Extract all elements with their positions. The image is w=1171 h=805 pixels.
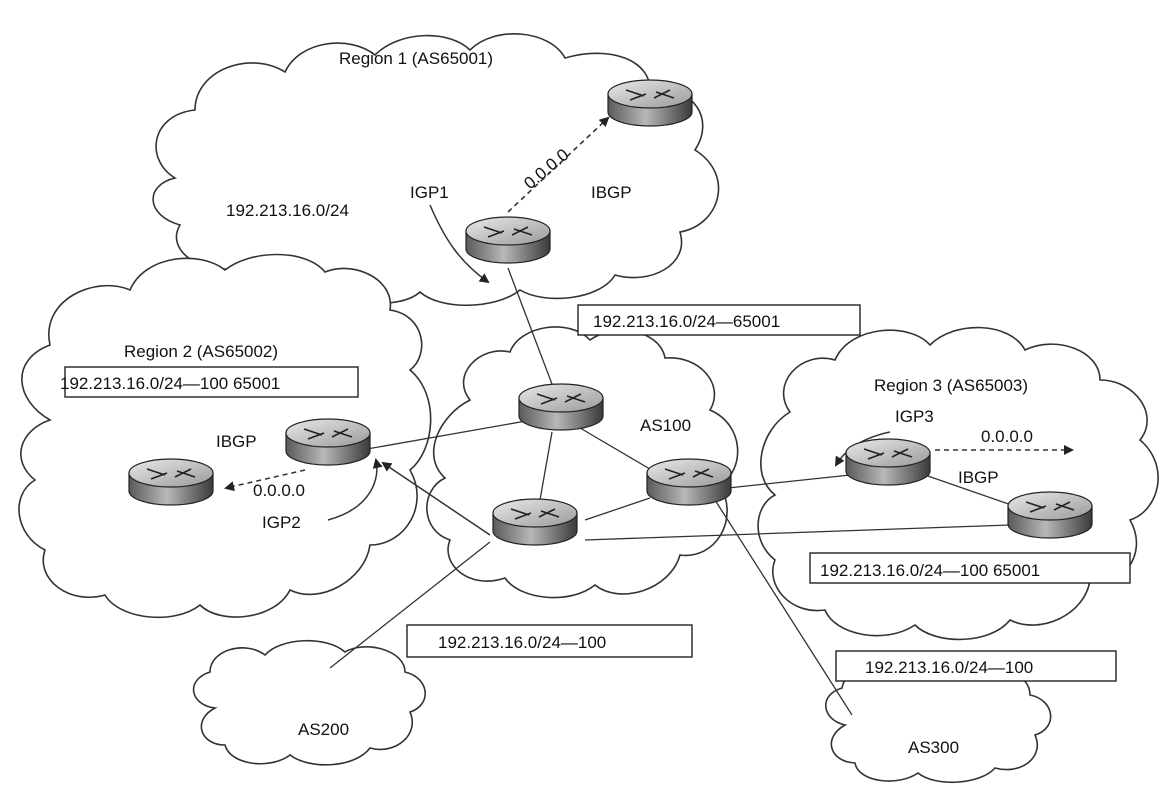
as200-title: AS200	[298, 720, 349, 739]
ibgp-label-region3: IBGP	[958, 468, 999, 487]
router-region1-bottom	[465, 216, 551, 264]
router-region2-right	[285, 418, 371, 466]
ibgp-label-region2: IBGP	[216, 432, 257, 451]
region2-cloud	[18, 253, 432, 619]
link-r3a-r3b	[924, 474, 1021, 509]
default-route-arrow-region2	[224, 469, 306, 492]
default-route-arrow-region1	[507, 116, 610, 213]
route-box-region3-text: 192.213.16.0/24—100 65001	[820, 561, 1040, 580]
router-region2-left	[128, 458, 214, 506]
igp2-label: IGP2	[262, 513, 301, 532]
router-region3-right	[1007, 491, 1093, 539]
link-as100bl-as200	[329, 541, 491, 669]
default-route-label-region3: 0.0.0.0	[981, 427, 1033, 446]
router-as100-right	[646, 458, 732, 506]
route-box-to-as300: 192.213.16.0/24—100	[835, 650, 1117, 682]
route-box-region2: 192.213.16.0/24—100 65001	[60, 366, 359, 398]
link-as100bl-as100right	[584, 497, 651, 521]
route-box-to-as200: 192.213.16.0/24—100	[406, 624, 693, 658]
region1-title: Region 1 (AS65001)	[339, 49, 493, 68]
igp1-label: IGP1	[410, 183, 449, 202]
igp1-arrow	[429, 204, 490, 284]
prefix-label-region1: 192.213.16.0/24	[226, 201, 349, 220]
route-box-region3: 192.213.16.0/24—100 65001	[809, 552, 1131, 584]
ibgp-label-region1: IBGP	[591, 183, 632, 202]
router-region1-top	[607, 79, 693, 127]
router-as100-bottom-left	[492, 498, 578, 546]
region2-title: Region 2 (AS65002)	[124, 342, 278, 361]
link-as100top-as100bl	[539, 431, 553, 501]
region3-title: Region 3 (AS65003)	[874, 376, 1028, 395]
as100-title: AS100	[640, 416, 691, 435]
as100-to-region2-arrow	[381, 461, 491, 536]
link-r1b-as100top	[507, 267, 556, 393]
link-as100right-r3a	[727, 474, 851, 489]
route-box-to-as200-text: 192.213.16.0/24—100	[438, 633, 606, 652]
link-as100bl-r3b	[584, 524, 1011, 541]
link-as100right-as300	[714, 499, 853, 716]
route-box-r1-to-as100: 192.213.16.0/24—65001	[577, 304, 861, 336]
route-box-to-as300-text: 192.213.16.0/24—100	[865, 658, 1033, 677]
link-as100top-as100right	[574, 424, 661, 476]
router-region3-left	[845, 438, 931, 486]
as300-title: AS300	[908, 738, 959, 757]
igp2-arrow	[327, 458, 383, 521]
route-box-region2-text: 192.213.16.0/24—100 65001	[60, 374, 280, 393]
route-box-r1-to-as100-text: 192.213.16.0/24—65001	[593, 312, 780, 331]
router-as100-top	[518, 383, 604, 431]
igp3-label: IGP3	[895, 407, 934, 426]
default-route-label-region2: 0.0.0.0	[253, 481, 305, 500]
as200-cloud	[192, 639, 426, 766]
